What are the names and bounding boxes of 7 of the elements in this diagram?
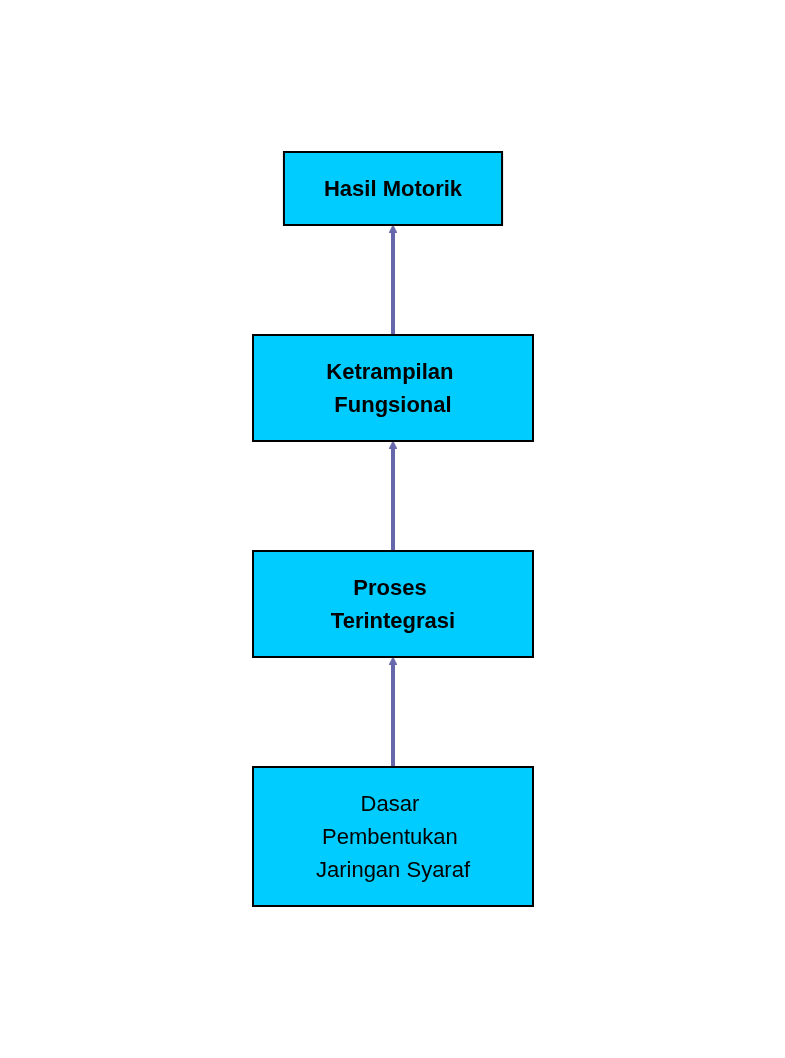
arrow — [388, 440, 397, 551]
arrow — [388, 224, 397, 335]
node-box: Proses Terintegrasi — [251, 550, 534, 658]
arrow — [388, 656, 397, 767]
node-box: Hasil Motorik — [282, 151, 503, 226]
node-box: Ketrampilan Fungsional — [251, 334, 534, 442]
node-box: Dasar Pembentukan Jaringan Syaraf — [251, 766, 534, 907]
